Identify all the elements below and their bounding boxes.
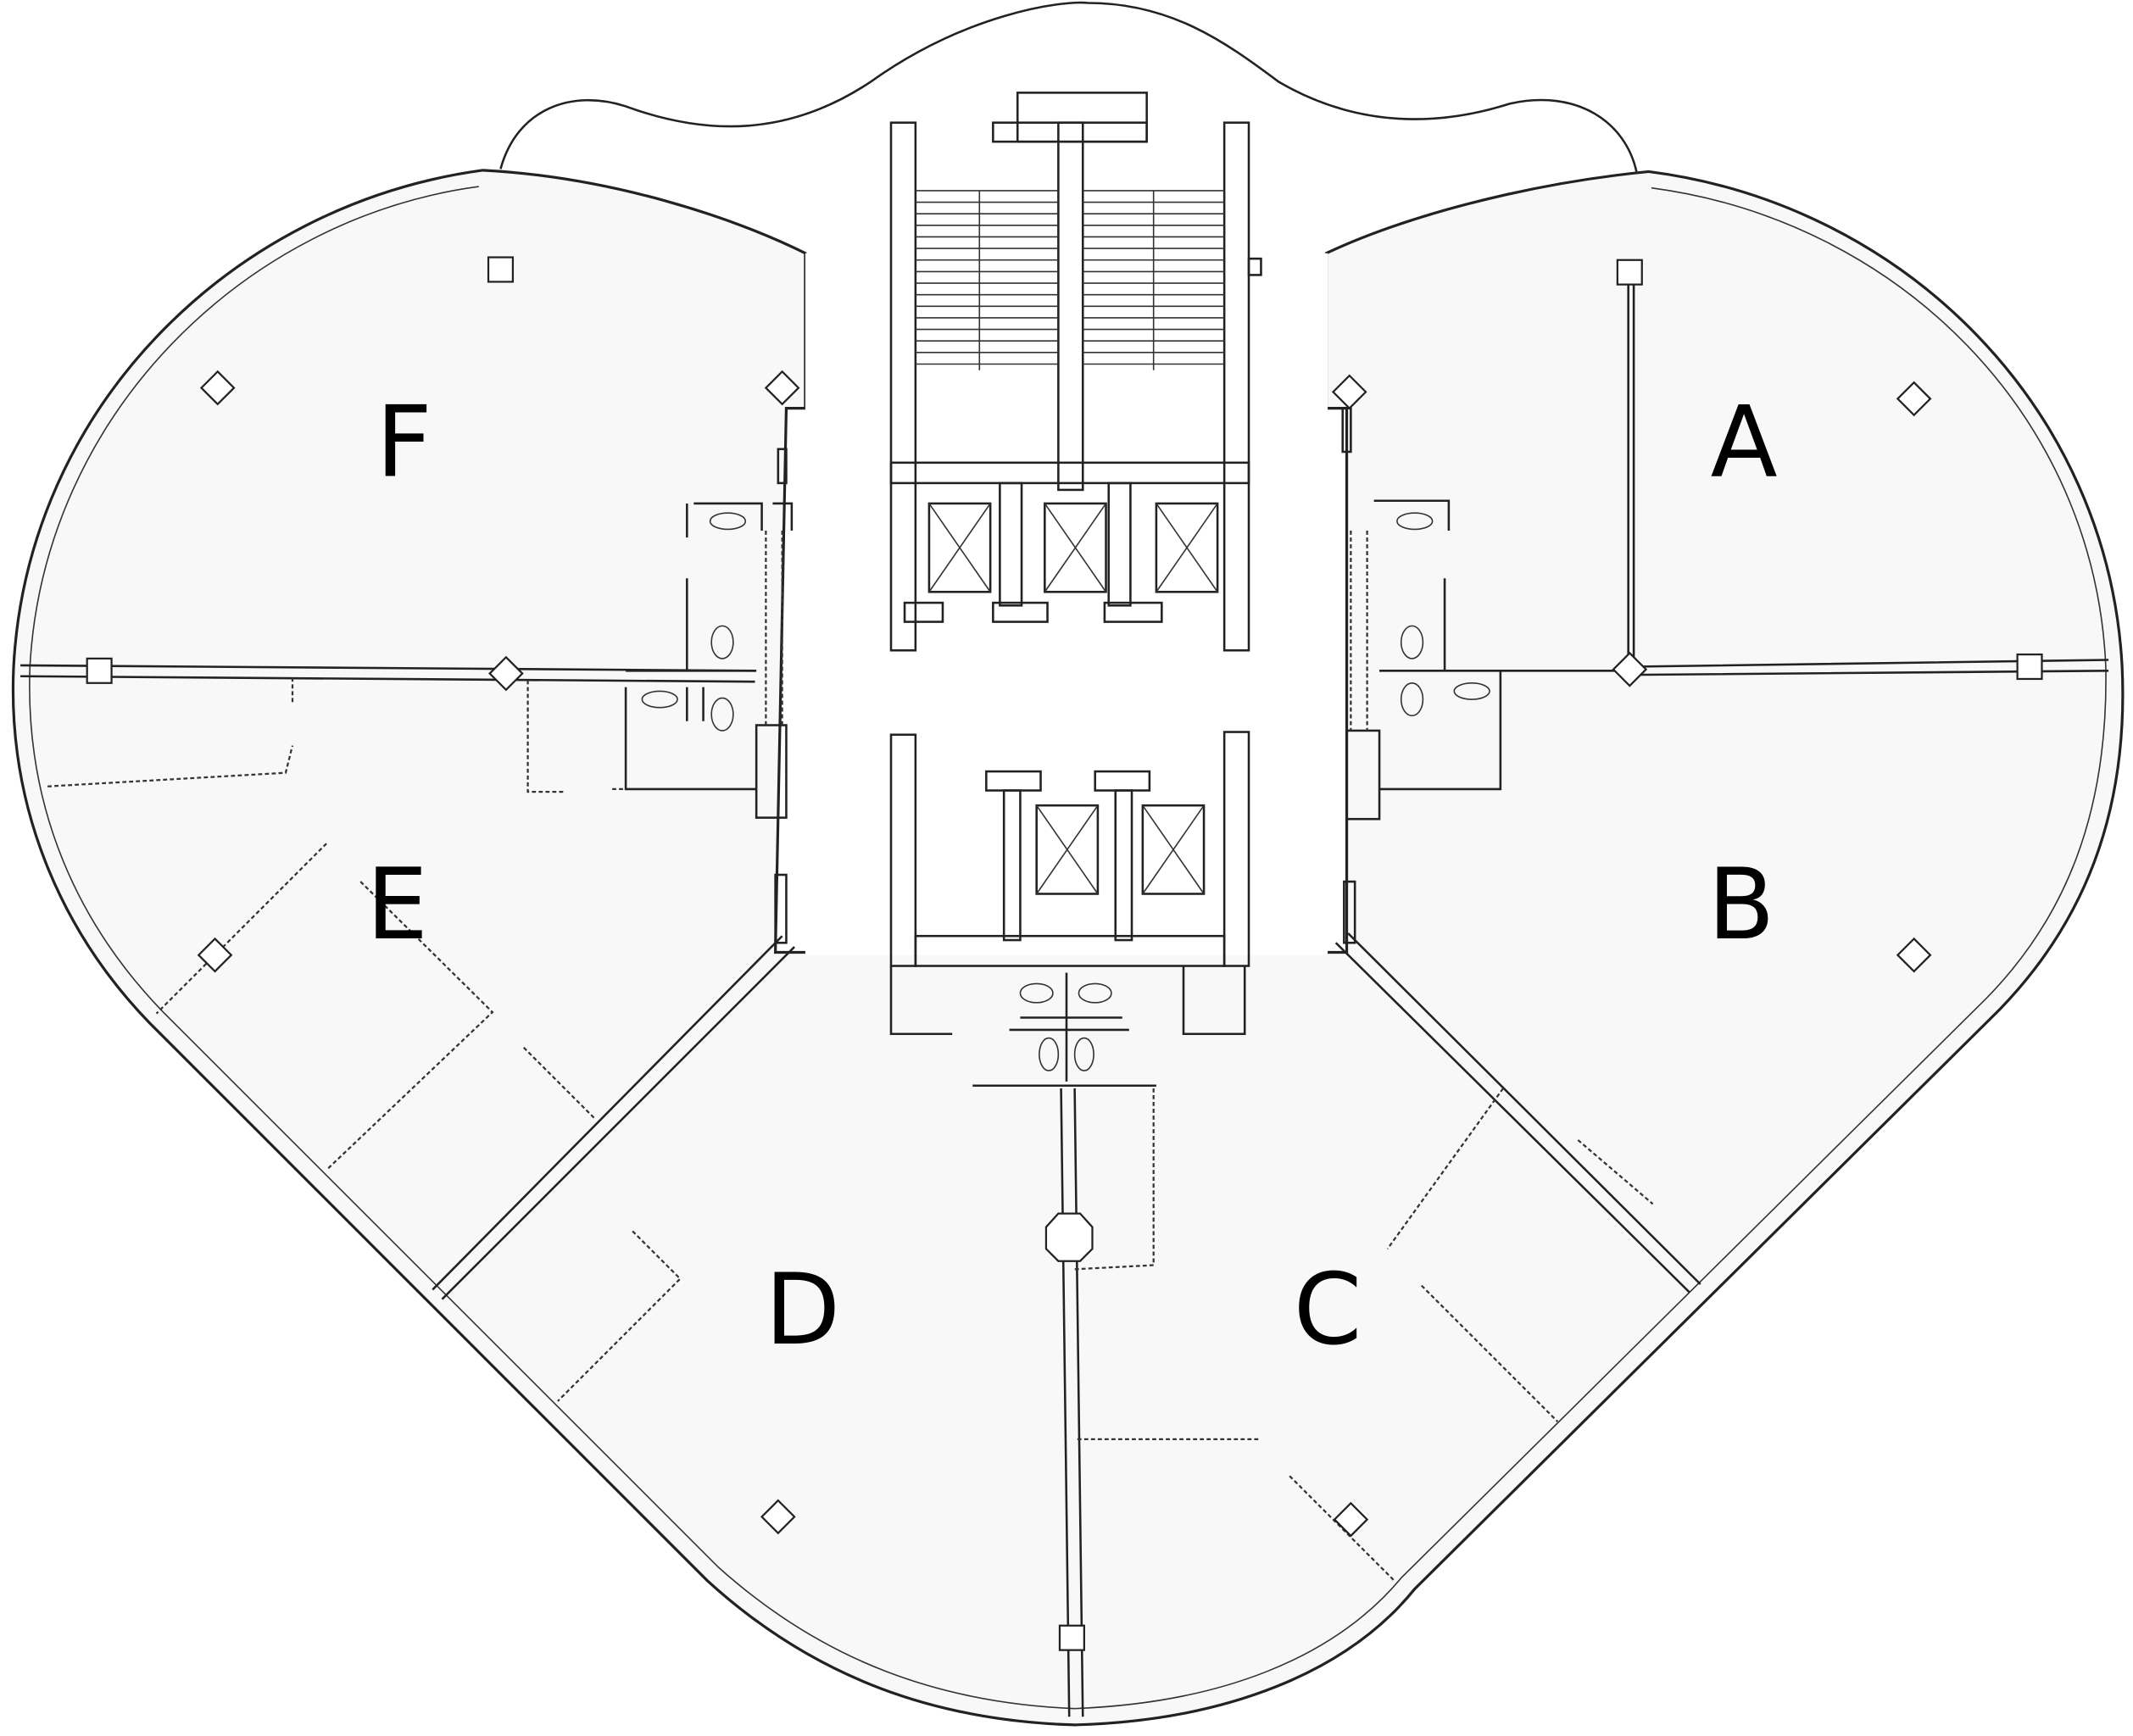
elevator-car xyxy=(1155,502,1219,593)
diamond-column xyxy=(1896,937,1932,973)
diamond-column xyxy=(760,1499,796,1535)
unit-label-c: C xyxy=(1294,1254,1362,1367)
diamond-column xyxy=(199,370,236,406)
unit-label-b: B xyxy=(1707,849,1774,962)
square-column xyxy=(487,256,515,283)
square-column xyxy=(1058,1624,1085,1651)
square-column xyxy=(1616,259,1643,286)
curtain-wall xyxy=(29,186,2107,1710)
square-column xyxy=(2016,653,2043,681)
restroom-west xyxy=(624,502,794,819)
diamond-column xyxy=(1612,651,1648,687)
diamond-column xyxy=(197,937,233,973)
octagon-column xyxy=(1044,1212,1094,1262)
square-column xyxy=(86,657,113,684)
unit-label-a: A xyxy=(1711,387,1778,500)
diamond-column xyxy=(1896,381,1932,417)
elevator-bank xyxy=(889,481,1250,967)
elevator-car xyxy=(1035,804,1100,895)
unit-label-d: D xyxy=(765,1254,840,1367)
diamond-column xyxy=(764,370,800,406)
unit-label-e: E xyxy=(366,849,428,962)
partition-walls xyxy=(20,272,2109,1717)
structural-columns xyxy=(86,256,2043,1651)
elevator-car xyxy=(1141,804,1206,895)
core xyxy=(805,253,1328,955)
stairwell xyxy=(889,92,1262,652)
building-outline xyxy=(11,169,2125,1727)
restroom-south xyxy=(889,965,1246,1088)
elevator-car xyxy=(1044,502,1107,593)
diamond-column xyxy=(1333,1501,1369,1538)
diamond-column xyxy=(488,655,524,692)
dashed-partitions xyxy=(47,677,1654,1582)
diamond-column xyxy=(1331,374,1367,410)
restroom-east xyxy=(1345,499,1626,821)
unit-label-f: F xyxy=(376,387,432,500)
top-terrace-outline xyxy=(499,1,1638,172)
elevator-car xyxy=(927,502,992,593)
